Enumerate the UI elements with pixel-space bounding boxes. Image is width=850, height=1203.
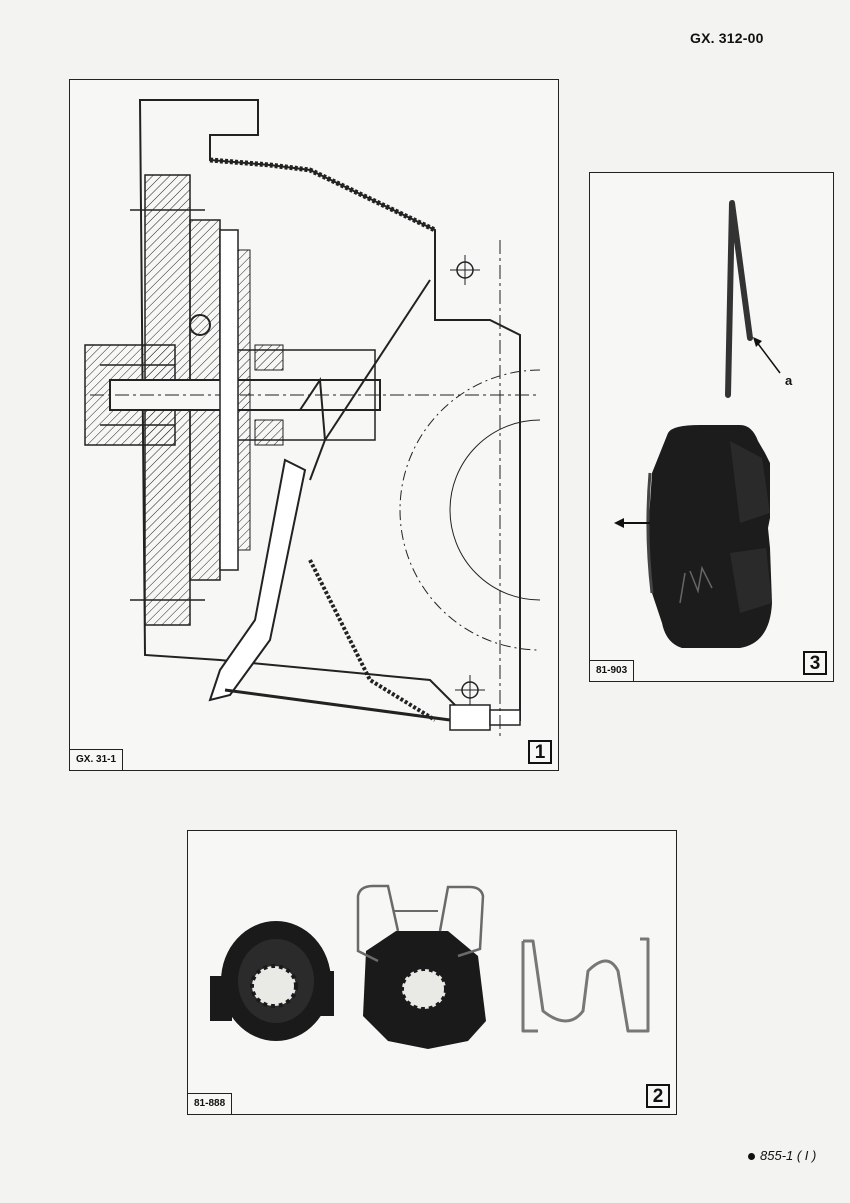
figure-1-panel: GX. 31-1 1 bbox=[69, 79, 559, 771]
figure-3-code: 81-903 bbox=[590, 660, 635, 681]
document-reference: GX. 312-00 bbox=[690, 30, 764, 46]
figure-1-number: 1 bbox=[528, 740, 552, 764]
figure-3-panel: a 81-903 3 bbox=[589, 172, 834, 682]
bearing-parts-photo bbox=[210, 884, 650, 1049]
page-number: 855-1 ( I ) bbox=[760, 1148, 817, 1163]
figure-2-panel: 81-888 2 bbox=[187, 830, 677, 1115]
bullet-icon bbox=[748, 1153, 755, 1161]
marker-a-label: a bbox=[785, 373, 793, 388]
figure-1-code: GX. 31-1 bbox=[70, 749, 124, 770]
clutch-section-drawing bbox=[84, 99, 541, 740]
figure-3-number: 3 bbox=[803, 651, 827, 675]
figure-2-code: 81-888 bbox=[188, 1093, 233, 1114]
page-footer: 855-1 ( I ) bbox=[748, 1148, 816, 1163]
bearing-photo bbox=[614, 200, 781, 648]
figure-2-number: 2 bbox=[646, 1084, 670, 1108]
